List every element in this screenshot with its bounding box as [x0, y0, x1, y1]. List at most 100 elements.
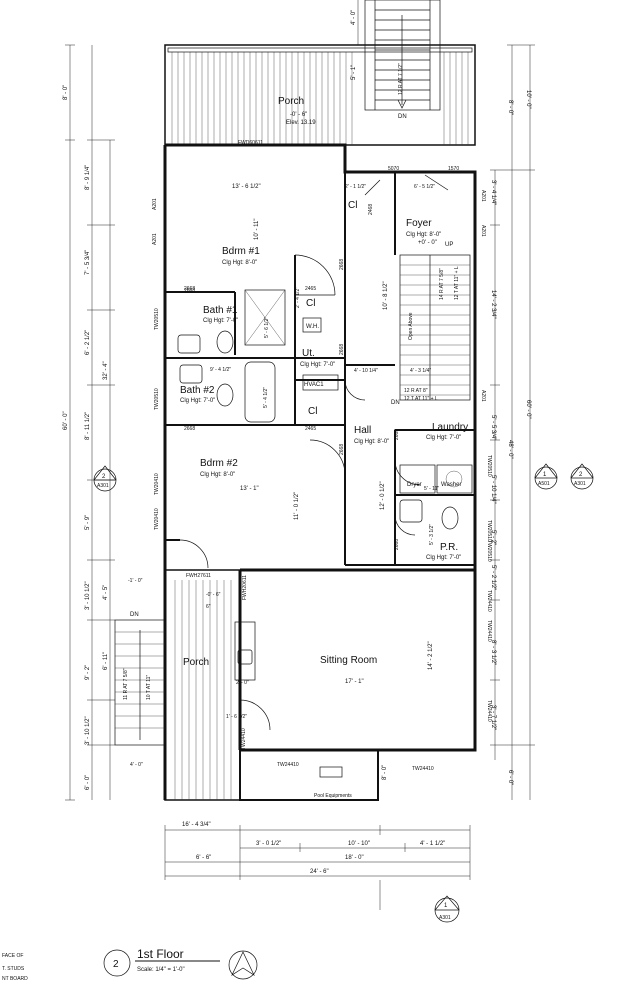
ut-clg: Clg Hgt: 7'-0": [300, 362, 335, 368]
svg-text:1' - 6 1/2": 1' - 6 1/2": [226, 714, 247, 720]
left-porch-deck: [114, 580, 232, 800]
svg-text:8' - 0": 8' - 0": [63, 85, 69, 100]
svg-text:5' - 2": 5' - 2": [490, 530, 496, 545]
svg-text:2: 2: [579, 472, 583, 478]
closet-label-2: Cl: [306, 298, 315, 309]
svg-text:12 T AT 11" + L: 12 T AT 11" + L: [404, 396, 438, 402]
svg-text:TW20410: TW20410: [154, 473, 160, 495]
svg-text:A301: A301: [97, 483, 109, 489]
svg-text:2: 2: [102, 474, 106, 480]
svg-text:2468: 2468: [368, 204, 374, 215]
water-heater-label: W.H.: [306, 324, 319, 330]
bdrm2-label: Bdrm #2: [200, 458, 238, 469]
svg-text:9' - 2": 9' - 2": [85, 665, 91, 680]
ut-label: Ut.: [302, 348, 315, 359]
svg-text:12 R AT 7 1/2": 12 R AT 7 1/2": [398, 63, 404, 95]
section-marker-right-1: 1 A501: [534, 463, 558, 490]
svg-text:5' - 3 1/2": 5' - 3 1/2": [429, 524, 435, 545]
svg-text:11 R AT 7 5/8": 11 R AT 7 5/8": [123, 668, 129, 700]
laundry-clg: Clg Hgt: 7'-0": [426, 435, 461, 441]
svg-text:14' - 2 1/2": 14' - 2 1/2": [428, 641, 434, 670]
pr-clg: Clg Hgt: 7'-0": [426, 555, 461, 561]
svg-text:13' - 1": 13' - 1": [240, 486, 259, 492]
svg-text:2668: 2668: [339, 444, 345, 455]
svg-text:2465: 2465: [305, 286, 316, 292]
svg-text:TW20510: TW20510: [486, 455, 492, 477]
wall-tags: A201 A201 A201 A201 A201: [152, 190, 486, 402]
room-labels: Porch -0' - 6" Elev. 13.19 Bdrm #1 Clg H…: [180, 96, 468, 799]
svg-text:6": 6": [206, 604, 211, 610]
hall-label: Hall: [354, 425, 371, 436]
section-marker-right-2: 2 A301: [570, 463, 594, 490]
svg-text:10' - 0": 10' - 0": [525, 90, 531, 109]
svg-text:1570: 1570: [448, 166, 459, 172]
top-porch: [164, 0, 476, 146]
svg-text:10' - 8 1/2": 10' - 8 1/2": [383, 281, 389, 310]
svg-text:3' - 10 1/2": 3' - 10 1/2": [85, 581, 91, 610]
svg-text:4' - 3 1/4": 4' - 3 1/4": [410, 368, 431, 374]
svg-text:4' - 0": 4' - 0": [130, 762, 143, 768]
svg-text:13' - 6 1/2": 13' - 6 1/2": [232, 184, 261, 190]
svg-text:60' - 0": 60' - 0": [525, 400, 531, 419]
window-door-tags: FWD60611 TW20510 TW20510 TW20410 TW20410…: [154, 140, 492, 772]
svg-text:TW24410: TW24410: [277, 762, 299, 768]
washer-label: Washer: [441, 482, 461, 488]
svg-text:FWH27611: FWH27611: [186, 573, 211, 579]
svg-text:17' - 1": 17' - 1": [345, 679, 364, 685]
svg-text:FACE OF: FACE OF: [2, 953, 23, 959]
section-marker-left: 2 A301: [93, 465, 117, 492]
svg-text:5' - 4 1/2": 5' - 4 1/2": [263, 387, 269, 408]
svg-text:FWH20611: FWH20611: [242, 575, 248, 600]
svg-text:5' - 5 3/4": 5' - 5 3/4": [490, 415, 496, 440]
svg-text:6' - 11": 6' - 11": [103, 652, 109, 670]
svg-text:FWD60611: FWD60611: [238, 140, 263, 146]
svg-text:12' - 0 1/2": 12' - 0 1/2": [380, 481, 386, 510]
foyer-elev: +0' - 0": [418, 240, 437, 246]
bath2-clg: Clg Hgt: 7'-0": [180, 398, 215, 404]
svg-text:DN: DN: [391, 400, 400, 406]
svg-text:2668: 2668: [394, 539, 400, 550]
svg-text:12 T AT 11" + L: 12 T AT 11" + L: [454, 266, 460, 300]
svg-text:A201: A201: [480, 190, 486, 202]
svg-text:4' - 10 1/4": 4' - 10 1/4": [354, 368, 378, 374]
svg-text:2668: 2668: [184, 288, 195, 294]
svg-text:5' - 9": 5' - 9": [85, 515, 91, 530]
exterior-dimension-labels: 16' - 4 3/4" 3' - 0 1/2" 10' - 10" 4' - …: [63, 10, 531, 875]
svg-text:-1' - 0": -1' - 0": [128, 578, 143, 584]
svg-text:TW20510: TW20510: [154, 388, 160, 410]
svg-text:8' - 11 1/2": 8' - 11 1/2": [85, 412, 91, 440]
svg-text:-0' - 6": -0' - 6": [206, 592, 221, 598]
bdrm1-clg: Clg Hgt: 8'-0": [222, 260, 257, 266]
svg-text:2668: 2668: [339, 259, 345, 270]
svg-text:10' - 11": 10' - 11": [254, 218, 260, 240]
svg-text:4' - 0": 4' - 0": [351, 10, 357, 25]
svg-text:10 T AT 11": 10 T AT 11": [146, 675, 152, 700]
svg-text:A201: A201: [480, 225, 486, 237]
stair-labels: 12 R AT 7 1/2" DN 14 R AT 7 5/8" 12 T AT…: [123, 63, 460, 700]
svg-text:6' - 0": 6' - 0": [507, 770, 513, 785]
closet-label-1: Cl: [348, 200, 357, 211]
svg-text:5' - 1": 5' - 1": [351, 65, 357, 80]
svg-text:14 R AT 7 5/8": 14 R AT 7 5/8": [439, 268, 445, 300]
svg-text:12 R AT 8": 12 R AT 8": [404, 388, 428, 394]
svg-text:TW24410: TW24410: [412, 766, 434, 772]
svg-text:TW20510: TW20510: [486, 540, 492, 562]
svg-text:4' - 5": 4' - 5": [103, 585, 109, 600]
svg-text:3' - 0 1/2": 3' - 0 1/2": [256, 841, 281, 847]
svg-text:5' - 6 1/2": 5' - 6 1/2": [264, 317, 270, 338]
view-title-block: 2 1st Floor Scale: 1/4" = 1'-0" FACE OF …: [2, 947, 258, 982]
svg-text:2' - 0": 2' - 0": [236, 680, 249, 686]
porch-top-elev: Elev. 13.19: [286, 120, 316, 126]
svg-text:7' - 5 3/4": 7' - 5 3/4": [85, 250, 91, 275]
svg-text:TW24410: TW24410: [486, 700, 492, 722]
svg-text:DN: DN: [398, 114, 407, 120]
svg-text:A201: A201: [152, 198, 158, 210]
svg-text:24' - 6": 24' - 6": [310, 869, 329, 875]
svg-text:A301: A301: [574, 481, 586, 487]
porch-top-label: Porch: [278, 96, 304, 107]
foyer-label: Foyer: [406, 218, 432, 229]
svg-text:5' - 10 1/4": 5' - 10 1/4": [490, 475, 496, 504]
svg-text:14' - 2 3/4": 14' - 2 3/4": [490, 290, 496, 319]
closet-label-3: Cl: [308, 406, 317, 417]
svg-text:6' - 6": 6' - 6": [196, 855, 211, 861]
